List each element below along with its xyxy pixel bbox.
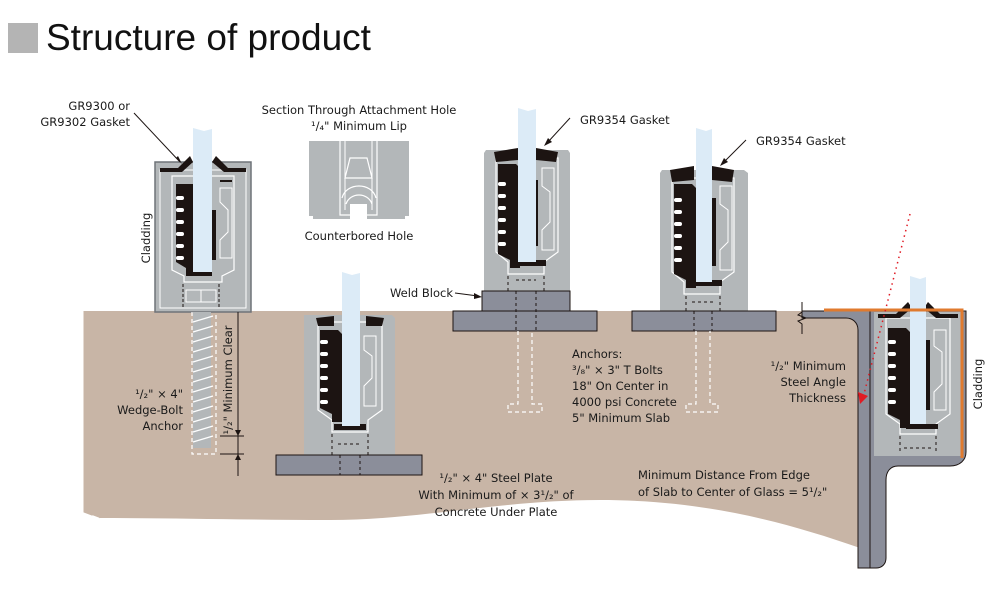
page-header: Structure of product <box>8 18 371 58</box>
label-gasket-gr9354-b: GR9354 Gasket <box>756 134 846 148</box>
label-edge-distance-line2: of Slab to Center of Glass = 5¹/₂" <box>638 485 827 499</box>
label-gasket-gr9300-line1: GR9300 or <box>68 99 130 113</box>
assembly-weld-block <box>452 108 598 413</box>
steel-angle <box>801 310 871 569</box>
label-steel-plate-line3: Concrete Under Plate <box>435 505 558 519</box>
label-weld-block: Weld Block <box>390 286 453 300</box>
label-steel-angle-line2: Steel Angle <box>780 375 846 389</box>
label-cladding-left: Cladding <box>139 213 153 264</box>
label-anchors-spacing: 18" On Center in <box>572 379 668 393</box>
label-minimum-clear: ¹/₂" Minimum Clear <box>221 325 235 434</box>
label-counterbored-hole: Counterbored Hole <box>305 229 414 243</box>
label-steel-plate-line2: With Minimum of × 3¹/₂" of <box>418 488 574 502</box>
glass-path-arrowhead <box>858 392 868 404</box>
label-steel-angle-line1: ¹/₂" Minimum <box>771 359 846 373</box>
label-steel-angle-line3: Thickness <box>788 391 846 405</box>
gasket-gr9354-b <box>670 166 694 182</box>
page-title: Structure of product <box>46 17 371 58</box>
label-cladding-right: Cladding <box>971 359 985 410</box>
base-plate-b <box>631 310 777 332</box>
label-wedge-bolt-name: Wedge-Bolt <box>117 403 183 417</box>
assembly-steel-angle <box>796 213 967 569</box>
label-gasket-gr9300-line2: GR9302 Gasket <box>40 115 130 129</box>
gasket-gr9300 <box>160 156 193 172</box>
label-wedge-bolt-size: ¹/₂" × 4" <box>135 387 183 401</box>
assembly-surface-plate <box>631 128 777 413</box>
glass-path-marker <box>863 213 911 395</box>
label-anchors-title: Anchors: <box>572 347 622 361</box>
label-section-title: Section Through Attachment Hole <box>262 103 457 117</box>
label-wedge-bolt-anchor: Anchor <box>142 419 183 433</box>
weld-block <box>481 290 571 312</box>
label-minimum-lip: ¹/₄" Minimum Lip <box>311 119 407 133</box>
steel-plate <box>275 454 423 476</box>
label-anchors-slab: 5" Minimum Slab <box>572 411 670 425</box>
label-gasket-gr9354-a: GR9354 Gasket <box>580 113 670 127</box>
glass-panel <box>193 128 212 272</box>
wedge-bolt-anchor <box>193 312 211 448</box>
gasket-gr9354-a <box>494 148 518 162</box>
cladding-trim <box>824 308 964 458</box>
concrete-slab <box>84 311 860 548</box>
leader-gr9300 <box>133 112 181 163</box>
label-edge-distance-line1: Minimum Distance From Edge <box>638 468 810 482</box>
title-square-marker <box>8 23 38 53</box>
section-attachment-hole <box>309 141 409 219</box>
label-anchors-bolts: ³/₈" × 3" T Bolts <box>572 363 663 377</box>
assembly-steel-plate <box>275 272 423 476</box>
assembly-wedge-bolt <box>154 128 252 476</box>
label-steel-plate-line1: ¹/₂" × 4" Steel Plate <box>439 471 552 485</box>
label-anchors-concrete: 4000 psi Concrete <box>572 395 677 409</box>
base-plate-a <box>452 310 598 332</box>
